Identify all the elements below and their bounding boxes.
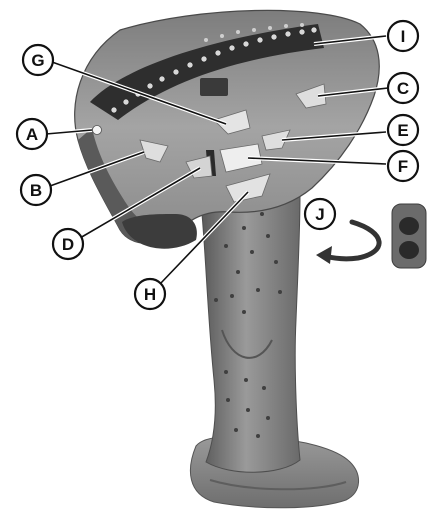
svg-text:C: C — [397, 79, 409, 98]
callout-j: J — [305, 199, 335, 229]
rocker-button-down[interactable] — [399, 241, 419, 259]
callout-d: D — [53, 229, 83, 259]
callout-h: H — [135, 279, 165, 309]
svg-text:F: F — [398, 157, 408, 176]
thumb-rest — [122, 214, 197, 249]
rotate-arrowhead-icon — [316, 246, 332, 264]
callout-g: G — [23, 45, 53, 75]
display-window — [200, 78, 228, 96]
button-a-led[interactable] — [93, 126, 102, 135]
svg-text:G: G — [31, 51, 44, 70]
rotate-arrow-icon — [324, 222, 379, 259]
callout-e: E — [388, 115, 418, 145]
joystick-grip — [202, 186, 300, 473]
callout-c: C — [388, 73, 418, 103]
svg-text:D: D — [62, 235, 74, 254]
rocker-button-up[interactable] — [399, 217, 419, 235]
svg-text:B: B — [30, 181, 42, 200]
svg-text:I: I — [401, 27, 406, 46]
svg-text:A: A — [26, 125, 38, 144]
svg-text:J: J — [315, 205, 324, 224]
callout-a: A — [17, 119, 47, 149]
svg-text:H: H — [144, 285, 156, 304]
callout-i: I — [388, 21, 418, 51]
callout-f: F — [388, 151, 418, 181]
callout-b: B — [21, 175, 51, 205]
svg-text:E: E — [397, 121, 408, 140]
